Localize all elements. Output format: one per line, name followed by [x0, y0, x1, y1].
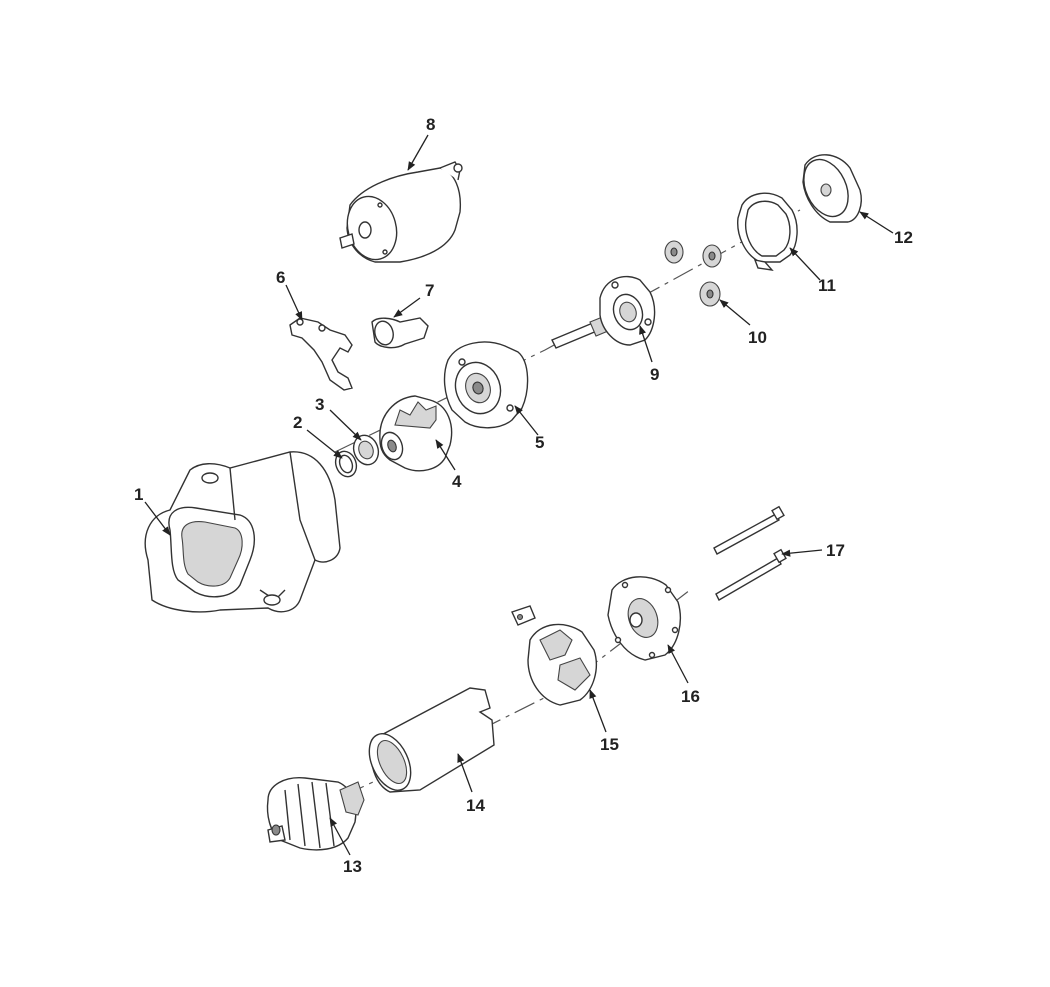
- part-internal-gear-ring: [737, 192, 798, 271]
- part-labels: 1 2 3 4 5 6 7 8 9 10 11 12 13 14 15 16 1…: [134, 115, 913, 876]
- label-2: 2: [293, 413, 302, 432]
- part-magnetic-switch: [339, 161, 463, 263]
- part-planetary-shaft: [551, 275, 656, 349]
- leader-lines: [144, 134, 894, 856]
- part-planet-gears: [664, 240, 722, 307]
- label-11: 11: [818, 276, 836, 295]
- part-overrunning-clutch: [379, 395, 453, 472]
- label-6: 6: [276, 268, 285, 287]
- label-17: 17: [826, 541, 845, 560]
- part-rear-bracket: [607, 576, 682, 661]
- part-brush-holder: [511, 605, 598, 706]
- part-yoke: [368, 687, 495, 793]
- label-4: 4: [452, 472, 462, 491]
- part-through-bolts: [713, 505, 787, 601]
- label-10: 10: [748, 328, 767, 347]
- label-7: 7: [425, 281, 434, 300]
- part-gear-cover: [802, 154, 862, 223]
- label-13: 13: [343, 857, 362, 876]
- label-5: 5: [535, 433, 544, 452]
- part-lever: [289, 317, 353, 391]
- assembly-axes: [274, 209, 801, 829]
- part-center-bracket: [443, 341, 529, 429]
- label-16: 16: [681, 687, 700, 706]
- label-15: 15: [600, 735, 619, 754]
- part-stop-collar: [352, 434, 380, 466]
- label-1: 1: [134, 485, 143, 504]
- label-12: 12: [894, 228, 913, 247]
- label-8: 8: [426, 115, 435, 134]
- label-9: 9: [650, 365, 659, 384]
- label-14: 14: [466, 796, 485, 815]
- part-plunger: [371, 317, 429, 349]
- label-3: 3: [315, 395, 324, 414]
- part-armature: [266, 777, 365, 851]
- part-front-housing: [144, 451, 341, 613]
